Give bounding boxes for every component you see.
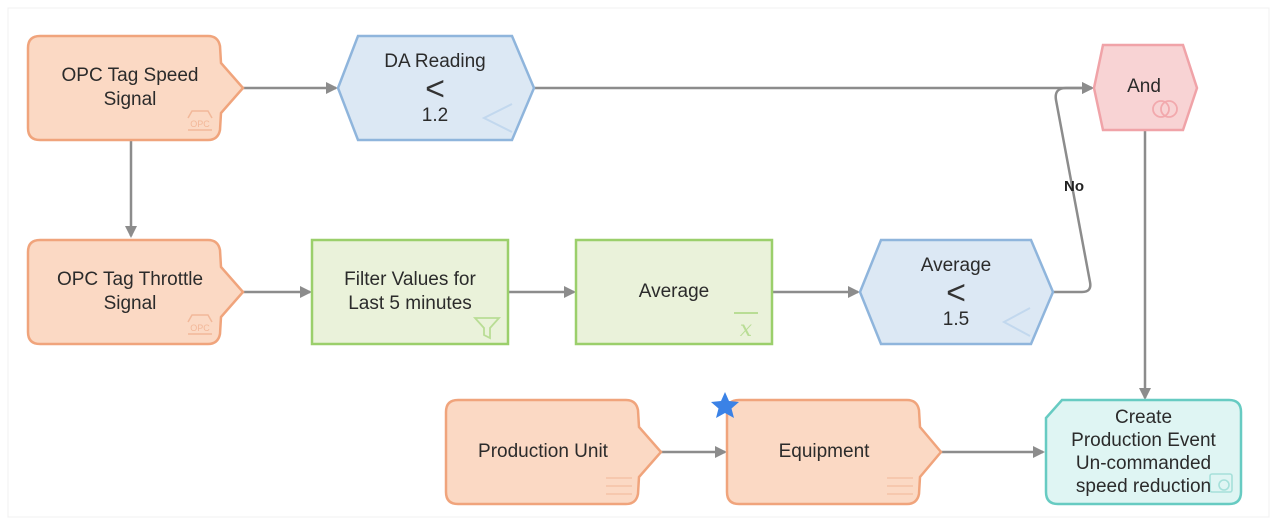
edge-compare-to-and [1053,82,1094,294]
label-line: Signal [103,293,157,314]
compare-value: 1.2 [421,105,449,126]
edge-label-no: No [1064,178,1084,195]
mean-x-bar-icon: x [734,312,758,342]
label-line: OPC Tag Speed [61,65,199,86]
less-than-icon [1001,307,1031,337]
node-and[interactable] [1092,43,1199,132]
label-line: Create [1114,407,1173,428]
average-label: Average [638,281,710,302]
and-label: And [1127,76,1161,97]
create-event-label: Create Production Event Un-commanded spe… [1048,404,1239,500]
and-icon [1152,100,1178,118]
star-icon [711,392,739,418]
opc-icon: OPC [187,110,213,131]
filter-label: Filter Values for Last 5 minutes [314,264,506,320]
average-compare-label: Average < 1.5 [862,248,1050,338]
event-icon [1209,473,1233,493]
label-line: Un-commanded [1075,453,1212,474]
node-opc-tag-throttle-signal[interactable] [26,238,245,346]
list-icon [606,477,632,495]
less-than-icon [481,103,513,133]
node-da-reading[interactable] [336,34,536,142]
label-line: Average [920,255,992,276]
da-reading-label: DA Reading < 1.2 [340,44,530,134]
svg-text:x: x [740,317,753,342]
label-line: DA Reading [384,51,486,72]
opc-throttle-label: OPC Tag Throttle Signal [30,264,230,320]
opc-speed-label: OPC Tag Speed Signal [30,60,230,116]
filter-icon [472,317,502,340]
opc-icon: OPC [187,314,213,335]
svg-text:OPC: OPC [190,119,210,129]
svg-text:OPC: OPC [190,323,210,333]
node-create-production-event[interactable] [1044,398,1243,506]
node-opc-tag-speed-signal[interactable] [26,34,245,142]
less-than-operator: < [425,70,445,108]
label-line: speed reduction [1075,476,1212,497]
node-average-compare[interactable] [858,238,1055,346]
label-line: Production Event [1071,430,1216,451]
node-filter-values[interactable] [310,238,510,346]
less-than-operator: < [946,274,966,312]
node-average[interactable] [574,238,774,346]
list-icon [887,477,913,495]
label-line: Filter Values for [344,269,476,290]
label-line: Signal [103,89,157,110]
equipment-label: Equipment [778,441,870,462]
compare-value: 1.5 [942,309,970,330]
label-line: OPC Tag Throttle [56,269,204,290]
production-unit-label: Production Unit [478,441,608,462]
label-line: Last 5 minutes [348,293,472,314]
